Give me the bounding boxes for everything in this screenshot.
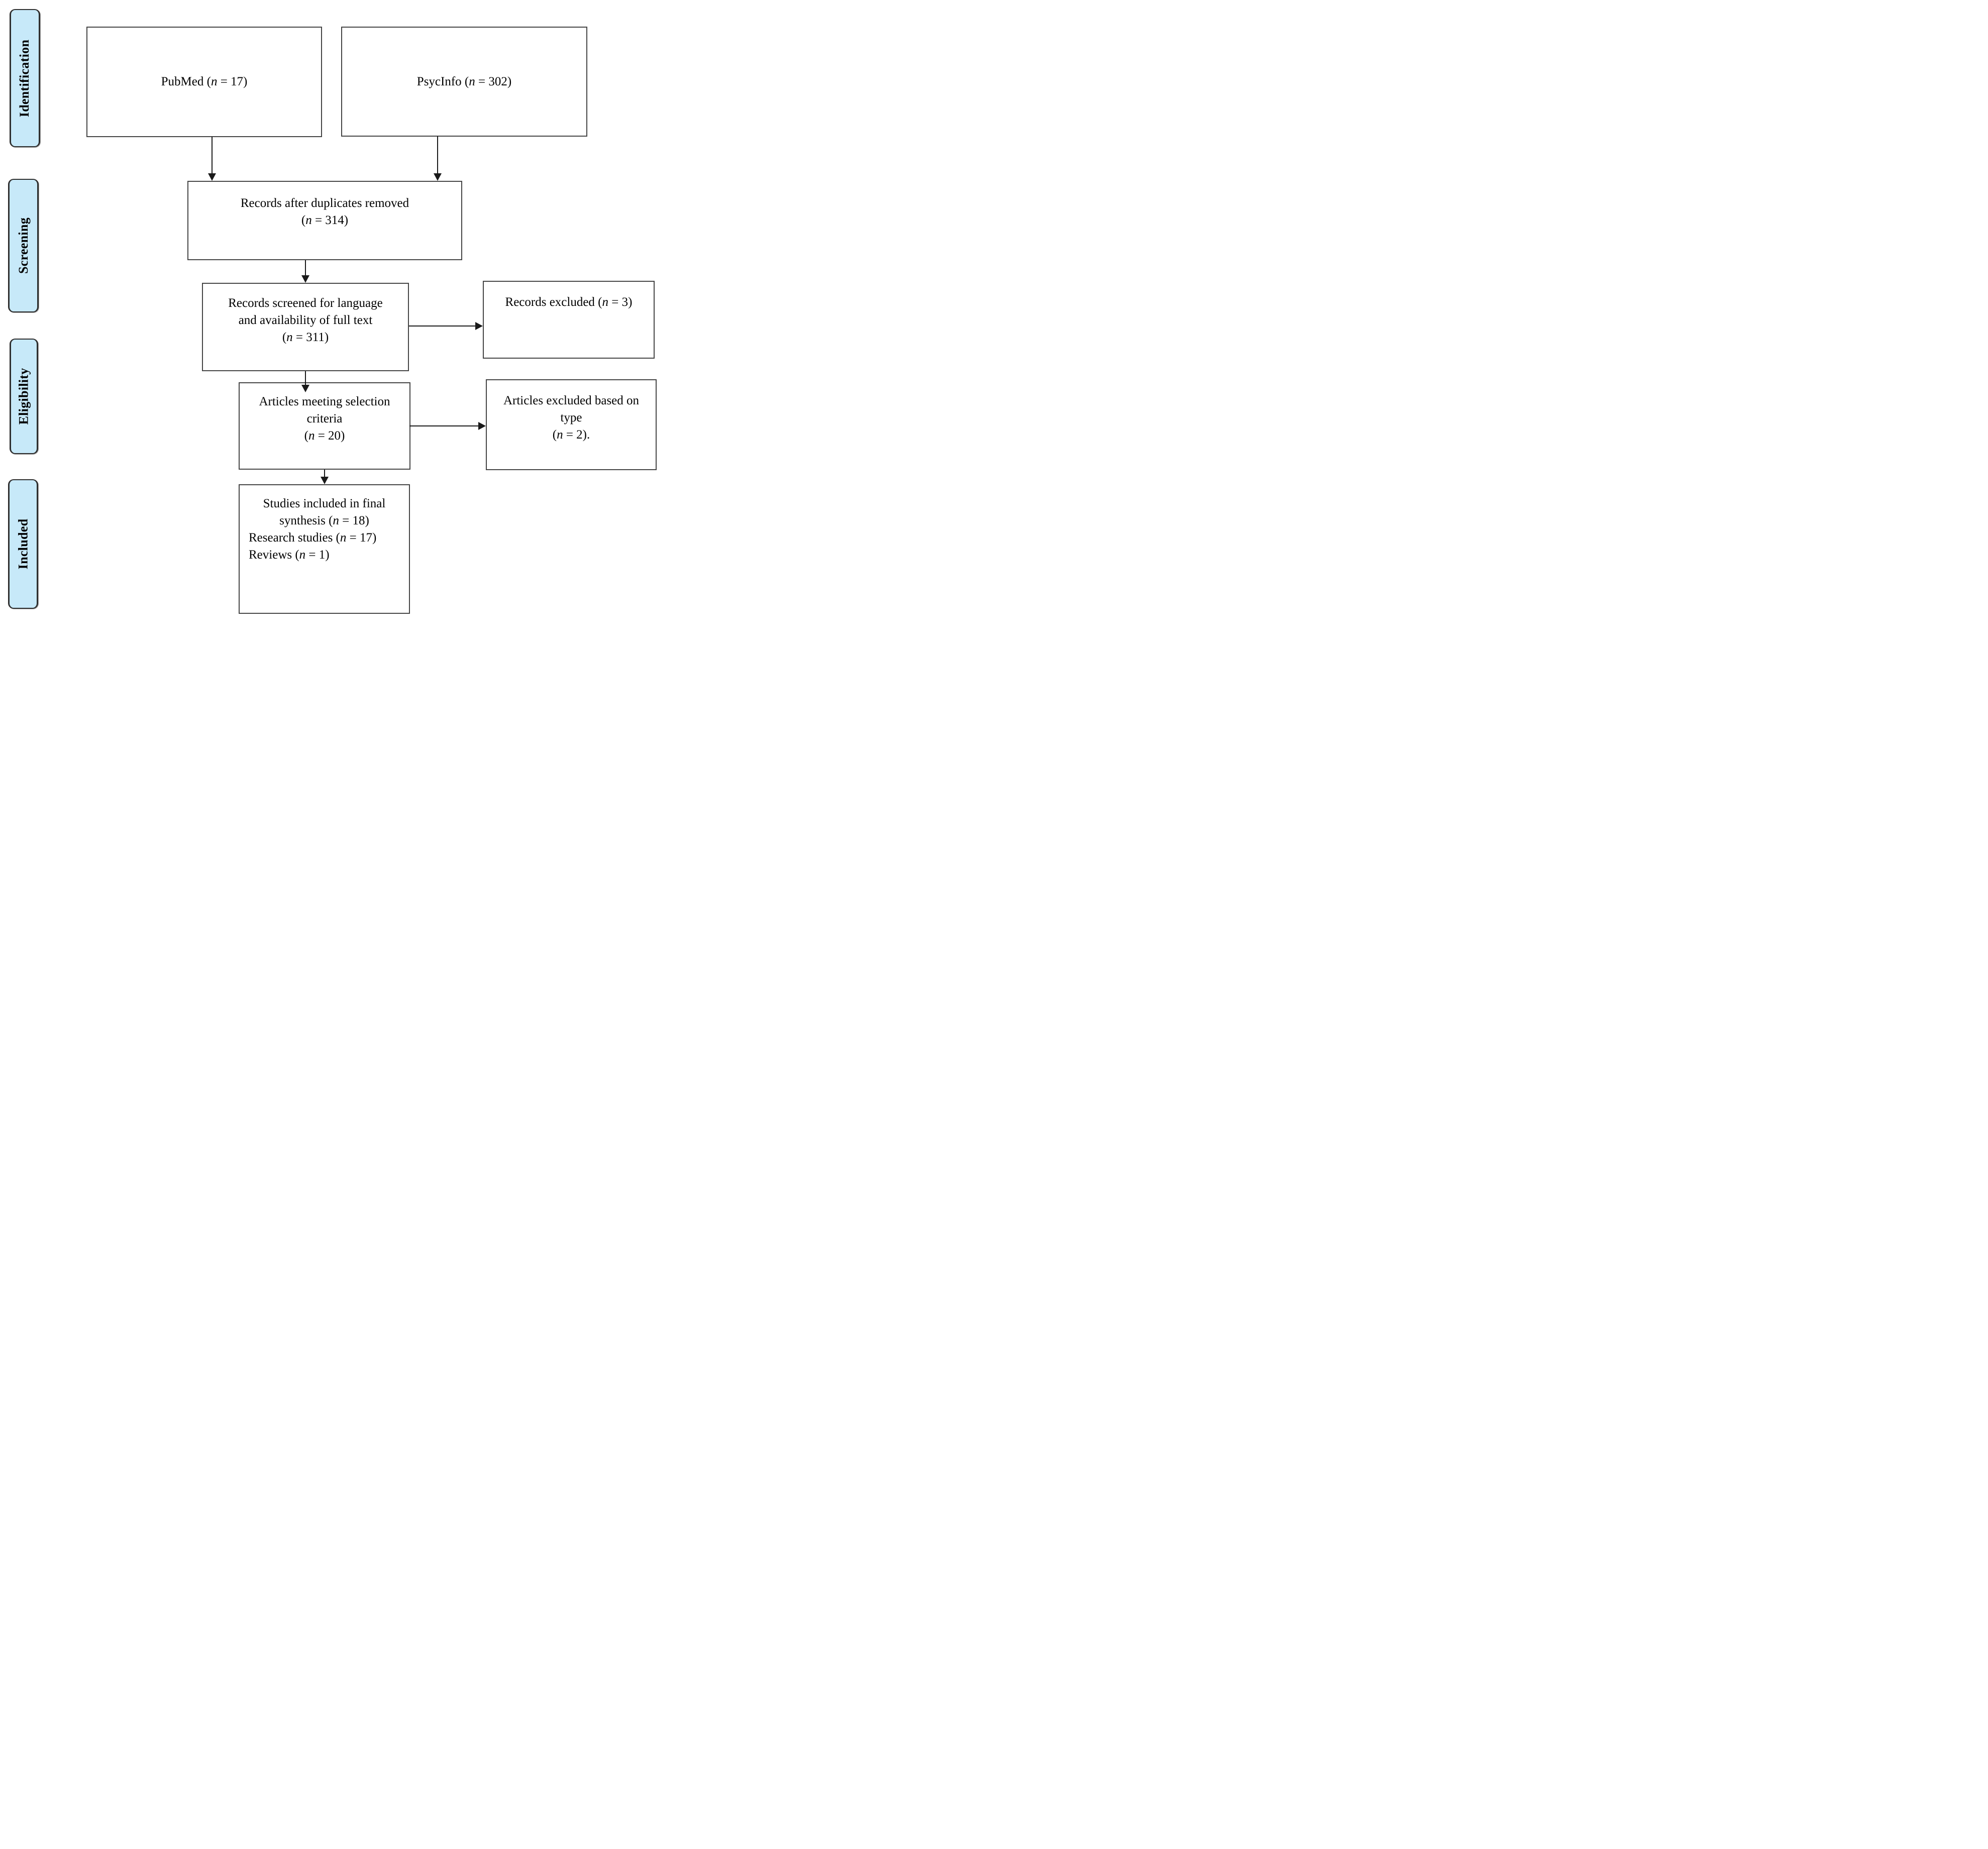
arrowhead-right-icon — [475, 322, 483, 330]
box-text-line: type — [560, 411, 582, 424]
box-text-line: synthesis (n = 18) — [279, 514, 369, 527]
box-text-line: Records excluded (n = 3) — [505, 295, 633, 309]
box-psycinfo: PsycInfo (n = 302) — [341, 27, 587, 137]
stage-screening-label: Screening — [16, 217, 31, 274]
arrow-criteria-to-included-line — [324, 470, 325, 478]
box-pubmed-text: PubMed (n = 17) — [161, 75, 248, 88]
stage-identification: Identification — [10, 9, 40, 147]
arrow-criteria-to-articles-excluded-line — [409, 425, 479, 426]
box-text-line: and availability of full text — [238, 313, 373, 327]
arrow-psycinfo-to-duplicates-line — [437, 136, 438, 174]
box-text-line: (n = 2). — [552, 428, 590, 442]
box-psycinfo-text: PsycInfo (n = 302) — [416, 74, 512, 88]
box-records-after-duplicates: Records after duplicates removed (n = 31… — [187, 181, 462, 260]
arrowhead-down-icon — [434, 173, 442, 181]
arrowhead-down-icon — [301, 275, 309, 283]
arrowhead-right-icon — [478, 422, 486, 430]
box-text-line: Records screened for language — [228, 296, 383, 310]
stage-screening: Screening — [8, 179, 39, 312]
stage-included-label: Included — [16, 518, 31, 570]
arrowhead-down-icon — [208, 173, 216, 181]
box-text-line: Studies included in final — [263, 497, 386, 510]
stage-included: Included — [8, 479, 38, 609]
stage-identification-label: Identification — [17, 39, 32, 117]
arrow-screened-to-excluded-line — [409, 325, 476, 327]
box-text-line: (n = 20) — [304, 429, 345, 443]
box-text-line: Reviews (n = 1) — [249, 548, 330, 562]
arrowhead-down-icon — [321, 477, 329, 484]
stage-eligibility: Eligibility — [10, 339, 38, 454]
box-pubmed: PubMed (n = 17) — [86, 27, 322, 137]
box-records-screened: Records screened for language and availa… — [202, 283, 409, 371]
arrow-pubmed-to-duplicates-line — [212, 137, 213, 174]
box-text-line: Records after duplicates removed — [240, 196, 409, 210]
box-text-line: (n = 311) — [282, 331, 329, 344]
prisma-flow-diagram: Identification Screening Eligibility Inc… — [0, 0, 663, 616]
arrow-screened-to-criteria-line — [305, 371, 306, 386]
stage-eligibility-label: Eligibility — [16, 368, 31, 425]
arrow-duplicates-to-screened-line — [305, 260, 306, 276]
box-text-line: criteria — [306, 412, 343, 425]
box-articles-excluded: Articles excluded based on type (n = 2). — [486, 379, 657, 470]
box-studies-included: Studies included in final synthesis (n =… — [239, 484, 410, 614]
box-records-excluded: Records excluded (n = 3) — [483, 281, 655, 359]
arrowhead-down-icon — [301, 385, 309, 392]
box-text-line: (n = 314) — [301, 213, 349, 227]
box-text-line: Research studies (n = 17) — [249, 531, 377, 545]
box-text-line: Articles meeting selection — [259, 395, 390, 408]
box-articles-meeting-criteria: Articles meeting selection criteria (n =… — [239, 382, 410, 470]
box-text-line: Articles excluded based on — [503, 394, 640, 407]
